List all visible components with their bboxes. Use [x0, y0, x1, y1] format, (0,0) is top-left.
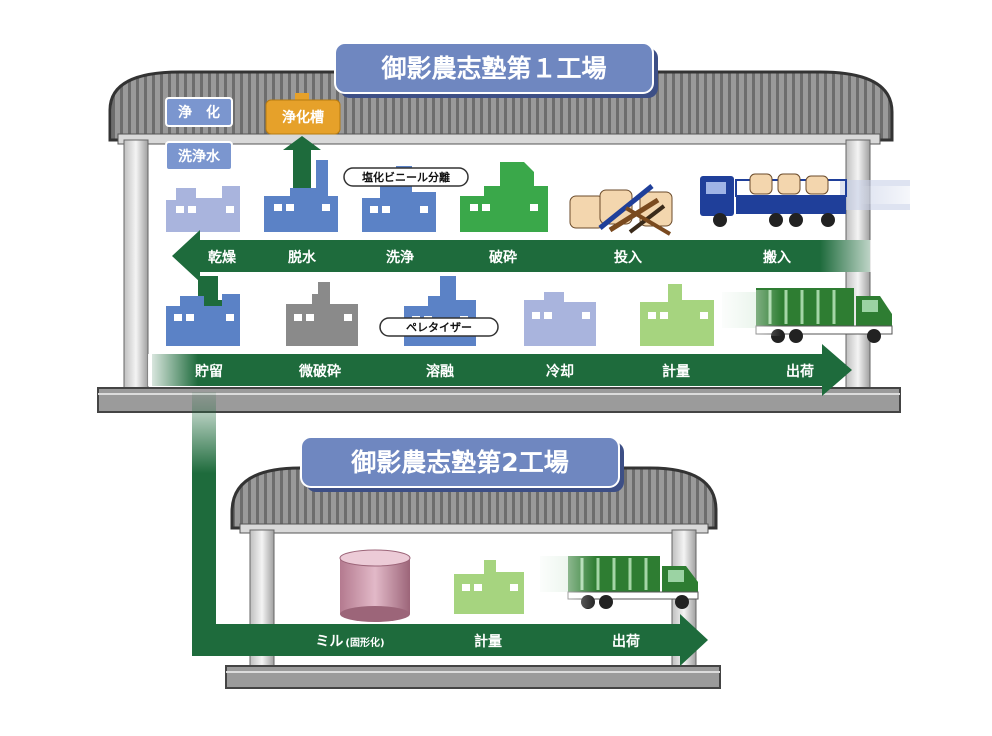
factory-2: 御影農志塾第2工場 ミル(: [192, 436, 721, 689]
step-storage: 貯留: [195, 363, 223, 380]
factory-1: 御影農志塾第１工場 浄 化 洗浄水 浄化槽: [97, 42, 920, 413]
step-dehydrate: 脱水: [288, 249, 317, 266]
factory-transfer-arrow: [192, 392, 216, 624]
pelletizer-label: ペレタイザー: [406, 321, 472, 334]
step-mill: ミル(固形化): [315, 634, 384, 650]
purify-sign: 浄 化: [165, 97, 233, 127]
factory-2-flow-arrow: [192, 614, 708, 666]
factory-1-left-pillar: [123, 139, 149, 389]
step-crush: 破砕: [489, 249, 517, 266]
factory-1-floor: [97, 387, 901, 413]
step-weigh: 計量: [662, 363, 690, 380]
factory-2-step-weigh: 計量: [474, 633, 502, 650]
step-dry: 乾燥: [208, 249, 237, 266]
outgoing-truck-icon: [722, 288, 893, 343]
step-mill-label: ミル: [315, 634, 343, 650]
mill-tank-icon: [339, 549, 411, 622]
step-fine-crush: 微破砕: [298, 363, 341, 380]
plant-crush: [460, 162, 548, 232]
plant-fine-crush: [286, 282, 358, 346]
septic-tank-label: 浄化槽: [282, 109, 324, 126]
factory-1-title: 御影農志塾第１工場: [380, 54, 606, 83]
factory-2-step-ship: 出荷: [612, 633, 640, 650]
plant-dry: [166, 186, 240, 232]
step-input: 投入: [614, 250, 642, 266]
waste-bags-icon: [569, 184, 673, 236]
pvc-separation-label: 塩化ビニール分離: [362, 170, 450, 184]
plant-weigh: [640, 284, 714, 346]
factory-2-title: 御影農志塾第2工場: [350, 448, 568, 477]
septic-tank: 浄化槽: [265, 93, 341, 135]
factory-2-title-box: 御影農志塾第2工場: [300, 436, 624, 492]
wash-water-label: 洗浄水: [178, 148, 221, 165]
incoming-truck-icon: [700, 173, 920, 227]
upper-flow-arrow: [172, 230, 880, 282]
step-mill-note: (固形化): [345, 636, 384, 649]
plant-cool: [524, 292, 596, 346]
purify-label: 浄 化: [178, 104, 220, 121]
step-wash: 洗浄: [386, 249, 414, 266]
step-receive: 搬入: [763, 249, 791, 266]
pelletizer-tag: ペレタイザー: [379, 317, 499, 337]
plant-dehydrate: [264, 160, 338, 232]
factory-2-plant-weigh: [454, 560, 524, 614]
step-cool: 冷却: [546, 363, 574, 380]
to-septic-tank-arrow: [283, 136, 321, 188]
wash-water-sign: 洗浄水: [165, 141, 233, 171]
factory-2-truck-icon: [540, 556, 699, 609]
step-melt: 溶融: [426, 363, 454, 380]
factory-1-title-box: 御影農志塾第１工場: [334, 42, 658, 98]
factory-2-floor: [225, 665, 721, 689]
plant-wash: [362, 166, 436, 232]
pvc-separation-tag: 塩化ビニール分離: [343, 167, 469, 187]
step-ship: 出荷: [786, 363, 814, 380]
lower-flow-arrow: [148, 344, 852, 396]
plant-storage: [166, 294, 240, 346]
